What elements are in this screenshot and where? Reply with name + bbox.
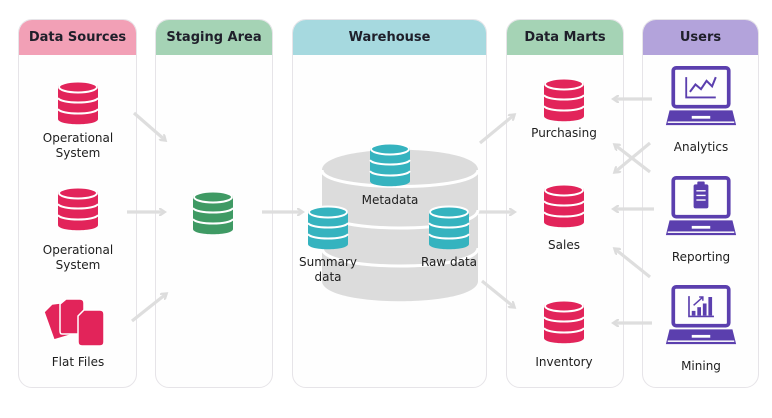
metadata-label: Metadata: [361, 193, 419, 207]
metadata-database-icon: [368, 141, 412, 189]
arrow-files-to-staging: [131, 294, 166, 323]
raw-data-database-icon: [427, 204, 471, 252]
warehouse-cylinder-icon: [320, 149, 480, 302]
summary-database-icon: [306, 204, 350, 252]
arrow-warehouse-to-purchasing: [478, 115, 514, 145]
purchasing-database-icon: [542, 76, 586, 124]
inventory-database-icon: [542, 298, 586, 346]
reporting-laptop-icon: [664, 176, 738, 237]
analytics-laptop-icon: [664, 66, 738, 127]
sales-database-icon: [542, 182, 586, 230]
flat-files-icon: [43, 298, 105, 347]
arrow-reporting-to-purchasing: [615, 145, 651, 174]
source-database-icon: [56, 79, 100, 127]
user-label-analytics: Analytics: [673, 140, 729, 154]
column-header: Staging Area: [156, 20, 272, 55]
arrow-source1-to-staging: [132, 111, 165, 140]
mining-laptop-icon: [664, 285, 738, 346]
column-header: Warehouse: [293, 20, 486, 55]
arrow-mining-to-sales: [615, 249, 651, 279]
staging-database-icon: [191, 189, 235, 237]
user-label-mining: Mining: [681, 359, 721, 373]
mart-label-sales: Sales: [548, 238, 580, 252]
raw-data-label: Raw data: [420, 255, 478, 269]
column-header: Users: [643, 20, 758, 55]
source-database-icon: [56, 185, 100, 233]
arrow-warehouse-to-inventory: [480, 279, 514, 307]
mart-label-inventory: Inventory: [535, 355, 593, 369]
column-header: Data Sources: [19, 20, 136, 55]
column-staging-area: Staging Area: [155, 19, 273, 388]
source-label-flat-files: Flat Files: [51, 355, 105, 369]
mart-label-purchasing: Purchasing: [531, 126, 597, 140]
user-label-reporting: Reporting: [671, 250, 731, 264]
column-header: Data Marts: [507, 20, 623, 55]
